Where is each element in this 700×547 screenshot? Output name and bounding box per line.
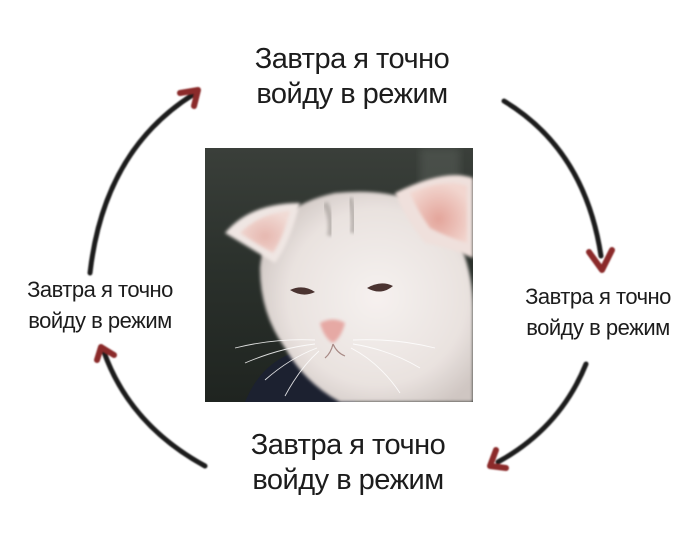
arrow-bottom-right-icon	[487, 361, 589, 471]
kitten-photo	[205, 148, 473, 402]
sad-kitten-image	[205, 148, 473, 402]
caption-left: Завтра я точно войду в режим	[0, 275, 200, 337]
arrow-bottom-left-icon	[94, 344, 208, 469]
caption-left-line2: войду в режим	[28, 307, 172, 333]
caption-top-line1: Завтра я точно	[254, 43, 450, 75]
caption-left-line1: Завтра я точно	[27, 277, 173, 302]
caption-bottom: Завтра я точно войду в режим	[218, 428, 478, 499]
caption-bottom-line2: войду в режим	[252, 464, 444, 497]
caption-top: Завтра я точно войду в режим	[222, 42, 482, 113]
caption-top-line2: войду в режим	[256, 78, 448, 111]
caption-right: Завтра я точно войду в режим	[498, 282, 698, 344]
caption-bottom-line1: Завтра я точно	[250, 429, 446, 461]
caption-right-line2: войду в режим	[526, 314, 670, 340]
arrow-top-right-icon	[501, 98, 615, 273]
caption-right-line1: Завтра я точно	[525, 284, 671, 309]
arrow-top-left-icon	[87, 87, 201, 276]
